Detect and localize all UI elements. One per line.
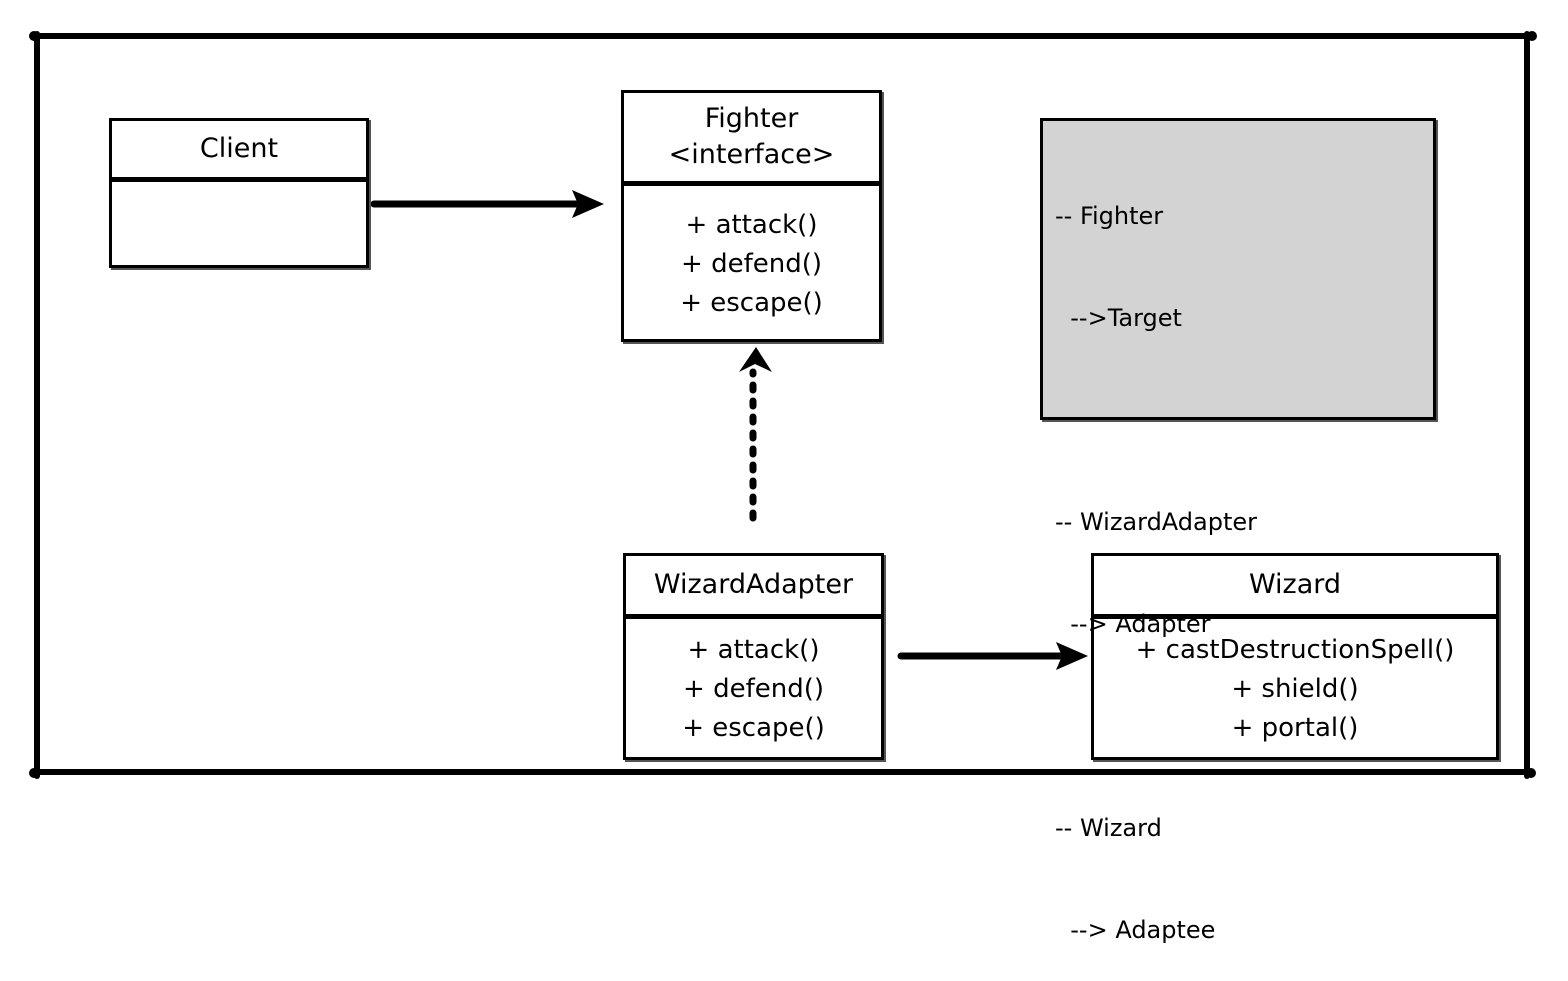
class-client: Client [109, 118, 369, 268]
diagram-canvas [29, 31, 1537, 779]
method-item: + defend() [683, 674, 824, 704]
note-line: -- Wizard [1055, 814, 1162, 842]
method-item: + attack() [685, 209, 818, 240]
class-fighter-methods: + attack() + defend() + escape() [624, 189, 879, 339]
note-line: -- WizardAdapter [1055, 508, 1258, 536]
class-wizard-adapter: WizardAdapter + attack() + defend() + es… [623, 553, 884, 760]
legend-note: -- Fighter -->Target -- WizardAdapter --… [1040, 118, 1436, 944]
class-fighter-stereotype: <interface> [668, 139, 835, 170]
method-item: + escape() [680, 287, 823, 318]
class-wizard-divider [1094, 614, 1496, 619]
class-wizard-adapter-header: WizardAdapter [626, 556, 881, 614]
method-item: + attack() [687, 635, 820, 665]
method-item: + escape() [682, 713, 825, 743]
arrow-client-to-fighter [370, 190, 604, 218]
method-item: + portal() [1231, 713, 1359, 743]
frame-corners [29, 31, 1537, 778]
arrow-adapter-to-fighter [739, 347, 772, 522]
method-item: + castDestructionSpell() [1135, 635, 1455, 665]
note-line: --> Adapter [1055, 610, 1211, 638]
class-client-header: Client [112, 121, 366, 177]
class-wizard-adapter-divider [626, 614, 881, 619]
class-fighter-name: Fighter [704, 103, 799, 134]
class-wizard: Wizard + castDestructionSpell() + shield… [1091, 553, 1499, 760]
class-fighter: Fighter <interface> + attack() + defend(… [621, 90, 882, 342]
method-item: + shield() [1231, 674, 1359, 704]
class-fighter-divider [624, 181, 879, 186]
class-fighter-header: Fighter <interface> [624, 93, 879, 181]
class-wizard-adapter-methods: + attack() + defend() + escape() [626, 622, 881, 757]
note-line [1055, 709, 1421, 743]
class-wizard-header: Wizard [1094, 556, 1496, 614]
diagram-frame [31, 31, 1535, 779]
note-line: -- Fighter [1055, 202, 1164, 230]
note-line: --> Adaptee [1055, 916, 1216, 944]
class-client-divider [112, 177, 366, 182]
class-wizard-name: Wizard [1248, 569, 1342, 600]
arrow-adapter-to-wizard [897, 642, 1088, 670]
note-line: -->Target [1055, 304, 1182, 332]
class-client-name: Client [199, 133, 279, 164]
note-line [1055, 403, 1421, 437]
class-wizard-methods: + castDestructionSpell() + shield() + po… [1094, 622, 1496, 757]
method-item: + defend() [681, 248, 822, 279]
class-wizard-adapter-name: WizardAdapter [653, 569, 854, 600]
